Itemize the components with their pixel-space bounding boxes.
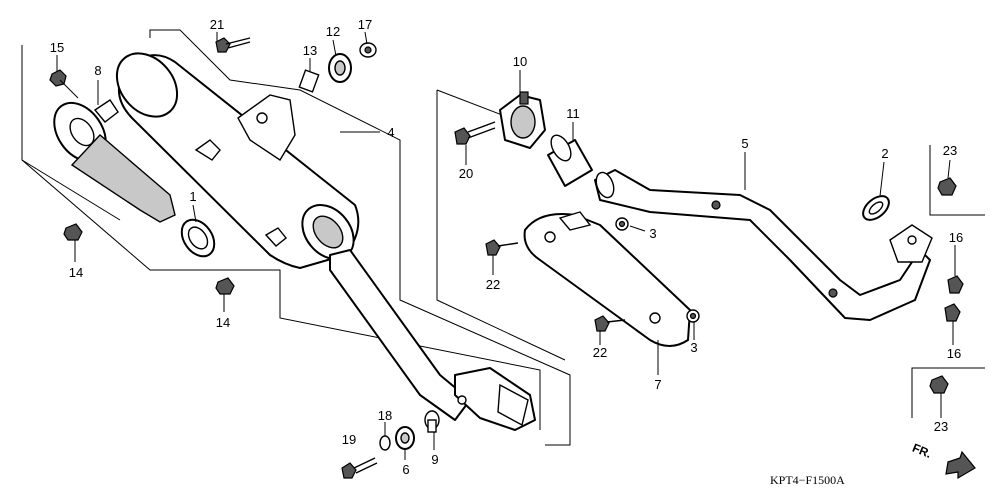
diagram-code: KPT4−F1500A [770,473,845,487]
bolt-19 [341,457,378,479]
nut-3-upper [615,217,629,231]
callout-20: 20 [459,166,473,181]
leader-lines [56,31,956,460]
callout-18: 18 [378,408,392,423]
callout-14-center: 14 [216,315,230,330]
callout-11: 11 [566,106,580,121]
callout-6: 6 [402,462,409,477]
nut-14-left [63,223,83,241]
callout-1: 1 [189,189,196,204]
front-direction-arrow [945,450,976,480]
callout-2: 2 [881,146,888,161]
callout-4: 4 [387,125,394,140]
gasket-2 [862,195,890,221]
callout-3-upper: 3 [649,226,656,241]
callout-15: 15 [50,40,64,55]
callout-21: 21 [210,17,224,32]
callout-5: 5 [741,136,748,151]
callout-23-top: 23 [943,143,957,158]
callout-22-upper: 22 [486,277,500,292]
callout-17: 17 [358,17,372,32]
callout-8: 8 [94,63,101,78]
callout-labels: 15 8 21 13 12 17 4 1 14 14 10 11 20 5 2 … [50,17,963,477]
inset-frame-bottom [911,367,985,418]
assembly-outline-muffler [21,29,571,446]
callout-3-lower: 3 [690,340,697,355]
bolt-21 [215,37,251,53]
joint-collar-11 [547,134,593,187]
clamp-10 [499,91,546,149]
callout-16-upper: 16 [949,230,963,245]
assembly-outline-pipe [436,89,566,361]
inset-frame-top [929,145,985,216]
bolt-22-lower [594,315,626,332]
callout-22-lower: 22 [593,345,607,360]
washer-18 [379,435,391,451]
gasket-1 [180,218,216,258]
bolt-22-upper [485,239,519,256]
callout-12: 12 [326,24,340,39]
callout-13: 13 [303,43,317,58]
nut-23-top [937,177,957,196]
collar-13 [298,69,320,93]
bolt-16-upper [947,275,964,294]
grommet-12 [328,53,352,83]
callout-19: 19 [342,432,356,447]
bracket-7 [523,211,691,347]
collar-17 [359,42,377,58]
grommet-6 [395,426,415,450]
collar-9 [424,410,440,433]
nut-3-lower [686,309,700,323]
bolt-16-lower [944,303,961,322]
callout-9: 9 [431,452,438,467]
callout-23-bottom: 23 [934,419,948,434]
bolt-20 [454,121,496,145]
callout-10: 10 [513,54,527,69]
bolt-15 [49,69,79,99]
muffler-outlet-pipe [329,249,536,431]
nut-23-bottom [929,375,949,394]
exhaust-pipe-5 [594,169,933,321]
tail-pipe-insert [53,99,176,223]
callout-7: 7 [654,377,661,392]
callout-16-lower: 16 [947,346,961,361]
muffler-body [115,52,360,269]
front-direction-label: FR. [910,441,933,461]
nut-14-center [215,277,235,295]
callout-14-left: 14 [69,265,83,280]
